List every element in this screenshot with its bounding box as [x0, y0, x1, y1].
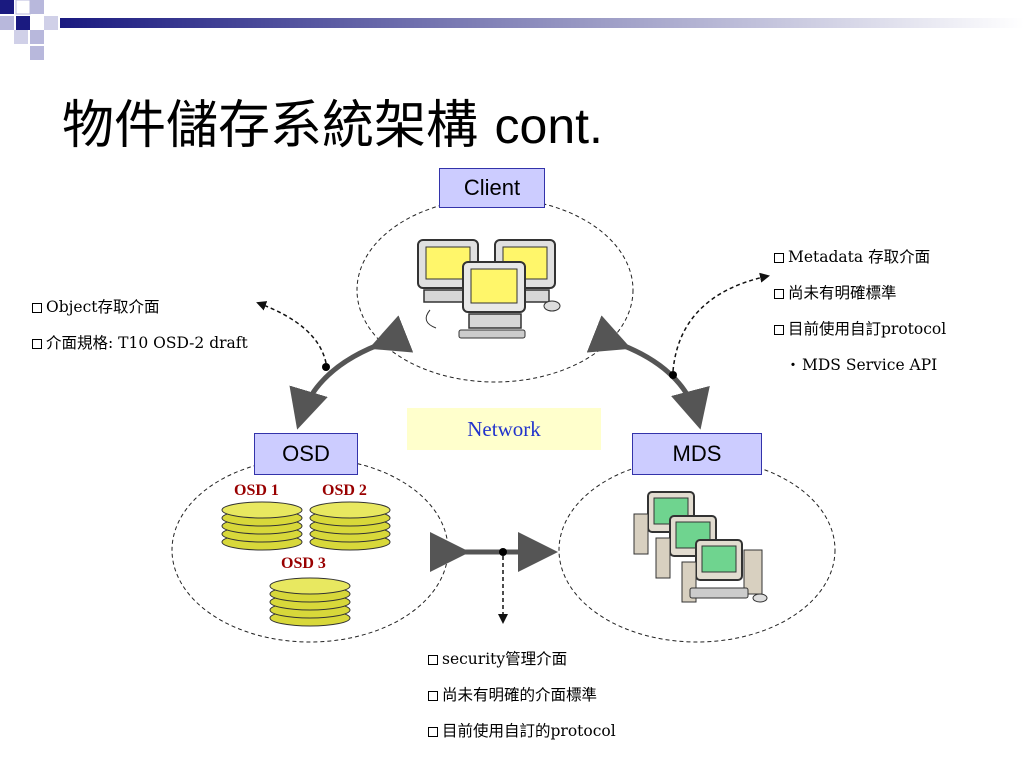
title-chinese: 物件儲存系統架構 [62, 96, 479, 156]
list-item: 尚未有明確標準 [774, 276, 946, 312]
list-item: Metadata 存取介面 [774, 240, 946, 276]
metadata-notes: Metadata 存取介面 尚未有明確標準 目前使用自訂protocol ・ M… [774, 240, 946, 384]
bullet-icon [774, 253, 784, 263]
client-box: Client [439, 168, 545, 208]
sub-bullet: ・ [785, 356, 801, 375]
security-notes: security管理介面 尚未有明確的介面標準 目前使用自訂的protocol [428, 642, 616, 750]
metadata-connector-dot [669, 371, 677, 379]
bullet-icon [32, 303, 42, 313]
metadata-subnote-1: MDS Service API [802, 356, 938, 375]
osd2-label: OSD 2 [322, 482, 367, 499]
security-note-2: 尚未有明確的介面標準 [442, 686, 598, 705]
mds-label: MDS [672, 441, 722, 466]
metadata-note-2: 尚未有明確標準 [788, 284, 897, 303]
disk-stack-icon [221, 501, 391, 627]
mds-box: MDS [632, 433, 762, 475]
client-label: Client [463, 175, 521, 200]
list-item: Object存取介面 [32, 290, 248, 326]
client-computers-icon [417, 239, 561, 339]
list-item: security管理介面 [428, 642, 616, 678]
list-item: 介面規格: T10 OSD-2 draft [32, 326, 248, 362]
security-connector-dot [499, 548, 507, 556]
metadata-note-1: Metadata 存取介面 [788, 248, 931, 267]
slide-decoration [0, 0, 1024, 60]
bullet-icon [428, 691, 438, 701]
security-note-3: 目前使用自訂的protocol [442, 722, 616, 741]
osd3-label: OSD 3 [281, 555, 326, 572]
object-callout-arrow [256, 301, 327, 364]
object-connector-dot [322, 363, 330, 371]
bullet-icon [774, 325, 784, 335]
osd-box: OSD [254, 433, 358, 475]
list-item: 目前使用自訂的protocol [428, 714, 616, 750]
security-note-1: security管理介面 [442, 650, 568, 669]
bullet-icon [774, 289, 784, 299]
bullet-icon [428, 655, 438, 665]
network-box: Network [407, 408, 601, 450]
metadata-note-3: 目前使用自訂protocol [788, 320, 947, 339]
list-item: 尚未有明確的介面標準 [428, 678, 616, 714]
object-note-1: Object存取介面 [46, 298, 160, 317]
client-mds-arrow [586, 315, 710, 430]
list-subitem: ・ MDS Service API [774, 348, 946, 384]
bullet-icon [32, 339, 42, 349]
osd-label: OSD [282, 441, 330, 466]
client-osd-arrow [289, 315, 414, 430]
object-note-2: 介面規格: T10 OSD-2 draft [46, 334, 248, 353]
osd1-label: OSD 1 [234, 482, 279, 499]
metadata-callout-arrow [672, 272, 770, 372]
network-label: Network [467, 416, 541, 441]
list-item: 目前使用自訂protocol [774, 312, 946, 348]
server-computers-icon [633, 491, 768, 603]
bullet-icon [428, 727, 438, 737]
object-notes: Object存取介面 介面規格: T10 OSD-2 draft [32, 290, 248, 362]
page-title: 物件儲存系統架構 cont. [62, 100, 603, 152]
title-latin: cont. [494, 98, 603, 154]
